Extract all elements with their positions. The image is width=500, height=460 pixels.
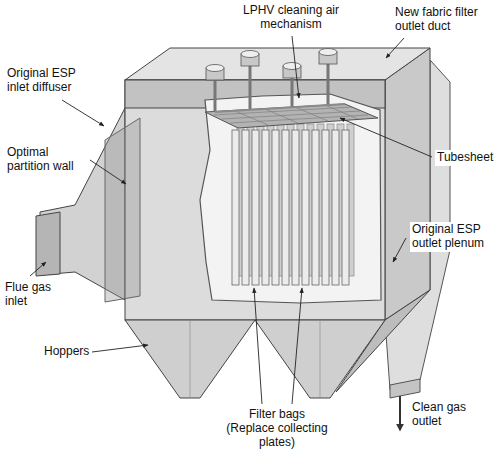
cutaway xyxy=(200,94,381,303)
part-label: New fabric filter outlet duct xyxy=(393,5,493,35)
tubesheet-grid xyxy=(214,105,368,125)
tubesheet-line xyxy=(265,109,298,123)
filter-bag xyxy=(242,130,249,285)
filter-bag xyxy=(302,130,309,285)
filter-bags-front xyxy=(232,130,349,285)
leader-line xyxy=(92,345,148,352)
partition-wall xyxy=(105,118,140,302)
air-pipe xyxy=(214,80,217,112)
flue-gas-inlet xyxy=(36,212,60,276)
filter-bag xyxy=(322,130,329,285)
part-label: Tubesheet xyxy=(435,150,497,166)
housing-front xyxy=(125,80,385,320)
filter-bag xyxy=(252,130,259,285)
housing-side xyxy=(385,48,430,320)
leader-line xyxy=(292,288,302,404)
leader-line xyxy=(90,160,126,184)
part-label: Original ESP inlet diffuser xyxy=(5,66,89,96)
filter-bag xyxy=(282,130,289,285)
leader-line xyxy=(62,100,104,126)
filter-bag xyxy=(262,130,269,285)
filter-bag xyxy=(332,130,339,285)
leader-lines xyxy=(30,36,432,404)
filter-bag xyxy=(272,130,279,285)
part-label: Flue gas inlet xyxy=(3,280,60,310)
leader-line xyxy=(292,36,299,98)
air-tank-top xyxy=(283,63,301,70)
part-label: Filter bags (Replace collecting plates) xyxy=(224,407,330,450)
housing-top xyxy=(125,48,430,80)
blow-pipe xyxy=(215,104,345,112)
tubesheet-line xyxy=(222,111,360,119)
hopper-edge xyxy=(190,320,191,398)
leader-line xyxy=(30,262,46,276)
tubesheet-line xyxy=(230,115,368,123)
leader-line xyxy=(340,118,432,157)
tubesheet-line xyxy=(325,105,358,119)
air-tank-top xyxy=(319,49,337,56)
filter-bag xyxy=(342,130,349,285)
hopper-edge xyxy=(320,320,321,398)
tubesheet xyxy=(205,104,378,128)
air-pipe xyxy=(327,64,330,106)
hopper xyxy=(255,320,385,398)
air-pipe xyxy=(249,66,252,110)
outlet-duct-mouth xyxy=(390,379,420,398)
filter-bag xyxy=(312,130,319,285)
air-pipe xyxy=(291,78,294,108)
filter-bag xyxy=(232,130,239,285)
filter-bag xyxy=(292,130,299,285)
part-label: Optimal partition wall xyxy=(5,145,87,175)
tubesheet-line xyxy=(235,111,268,125)
part-label: Clean gas outlet xyxy=(410,400,477,430)
part-label: Hoppers xyxy=(42,344,92,360)
flow-arrow xyxy=(399,396,401,430)
tubesheet-line xyxy=(295,107,328,121)
leader-line xyxy=(393,238,406,262)
air-tank-top xyxy=(241,51,259,58)
part-label: Original ESP outlet plenum xyxy=(410,222,494,252)
leader-line xyxy=(254,288,262,404)
hopper xyxy=(125,320,255,398)
cleaning-air-mechanism xyxy=(206,49,345,113)
air-tank-top xyxy=(206,65,224,72)
part-label: LPHV cleaning air mechanism xyxy=(235,3,347,33)
leader-line xyxy=(386,38,404,58)
